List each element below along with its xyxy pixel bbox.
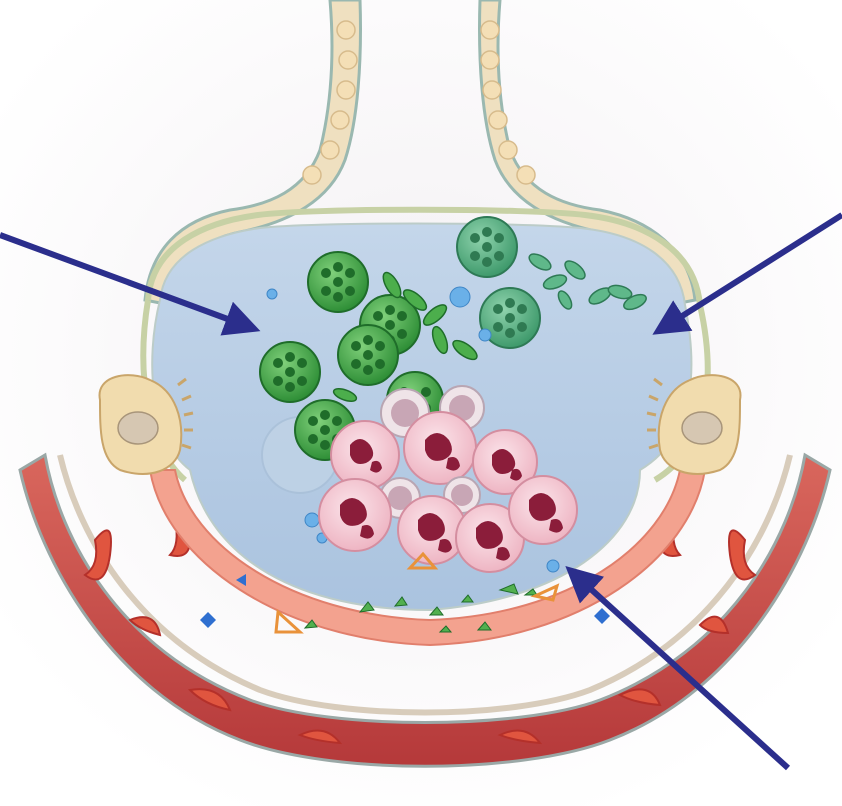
teal-colony (457, 217, 517, 277)
neutrophil (404, 412, 476, 484)
neutrophil (319, 479, 391, 551)
green-colony (260, 342, 320, 402)
neutrophil (398, 496, 466, 564)
green-colony (308, 252, 368, 312)
neutrophil (331, 421, 399, 489)
neutrophil (509, 476, 577, 544)
green-colony (338, 325, 398, 385)
